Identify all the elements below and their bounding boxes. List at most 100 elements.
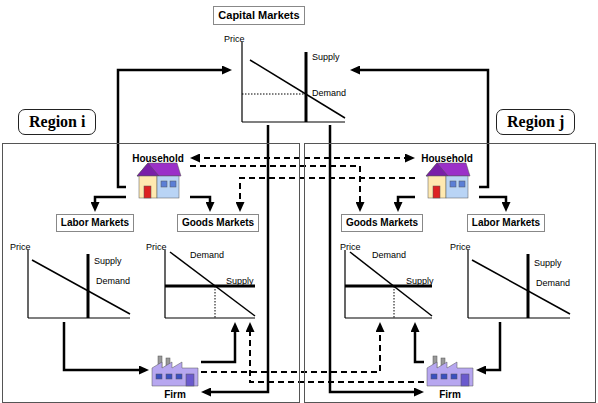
goods-chart (165, 250, 255, 318)
factory-icon-part (186, 374, 194, 386)
factory-icon-part (441, 374, 447, 379)
curve-label: Supply (406, 276, 434, 287)
capital-chart-part (241, 42, 242, 122)
axis-label: Price (450, 242, 471, 253)
curve-label: Demand (312, 88, 346, 99)
curve-label: Demand (312, 82, 346, 100)
house-icon-part (144, 186, 151, 198)
firm-label: Firm (164, 389, 186, 401)
curve-label: Supply (94, 250, 122, 268)
house-icon-part (428, 176, 446, 198)
factory-icon-part (176, 374, 182, 379)
flow-arrow (64, 322, 145, 370)
firm-node: Firm (424, 355, 476, 401)
goods-chart-part (170, 252, 255, 316)
factory-icon-part (451, 374, 457, 379)
curve-label: Demand (536, 278, 570, 289)
curve-label: Demand (96, 276, 130, 287)
axis-label: Price (146, 242, 167, 253)
labor-chart-part (472, 260, 570, 314)
dashed-flow-arrow (240, 178, 415, 208)
curve-label: Supply (226, 276, 254, 287)
flow-arrow (201, 326, 235, 362)
house-icon-part (137, 163, 181, 176)
household-label: Household (132, 153, 184, 165)
region-title: Region j (496, 109, 575, 135)
axis-label: Price (224, 28, 245, 46)
goods-chart-part (215, 286, 216, 318)
flow-arrow (398, 197, 415, 208)
curve-label: Demand (96, 270, 130, 288)
axis-label: Price (10, 236, 31, 254)
market-title: Goods Markets (341, 214, 423, 232)
market-title: Goods Markets (177, 214, 259, 232)
curve-label: Demand (190, 244, 224, 262)
goods-chart-part (344, 250, 345, 318)
capital-chart-part (305, 52, 308, 122)
firm-node: Firm (149, 355, 201, 401)
dashed-flow-arrow (201, 326, 380, 372)
household-node: Household (415, 148, 479, 200)
house-icon-part (426, 163, 448, 176)
labor-chart-part (28, 317, 130, 318)
curve-label: Supply (406, 270, 434, 288)
goods-chart-part (164, 250, 165, 318)
axis-label: Price (340, 242, 361, 253)
dashed-flow-arrow (194, 157, 411, 159)
region-title: Region i (18, 109, 96, 135)
goods-chart-part (345, 317, 432, 318)
household-label: Household (421, 153, 473, 165)
labor-chart-part (467, 250, 468, 318)
house-icon-part (137, 163, 159, 176)
curve-label: Demand (536, 272, 570, 290)
labor-chart (468, 250, 570, 318)
capital-chart-part (242, 121, 345, 122)
factory-icon (152, 356, 198, 386)
region-panel: Region iHouseholdLabor MarketsGoods Mark… (2, 143, 300, 403)
curve-label: Demand (372, 244, 406, 262)
curve-label: Supply (226, 270, 254, 288)
region-panel: Region jHouseholdGoods MarketsLabor Mark… (304, 143, 596, 403)
house-icon-part (450, 181, 456, 187)
factory-icon-part (152, 362, 198, 386)
market-box: Capital Markets (232, 5, 350, 125)
flow-arrow (479, 197, 506, 208)
axis-label: Price (224, 34, 245, 45)
market-box: Goods Markets (150, 212, 260, 322)
labor-chart-part (527, 254, 530, 318)
dashed-flow-arrow (190, 166, 360, 208)
flow-arrow (95, 197, 126, 208)
factory-icon (427, 356, 473, 386)
capital-chart-part (242, 94, 306, 95)
flow-arrow (190, 197, 210, 208)
market-box: Labor Markets (14, 212, 139, 322)
market-box: Goods Markets (335, 212, 445, 322)
curve-label: Demand (372, 250, 406, 261)
labor-chart-part (468, 317, 570, 318)
house-icon-part (161, 181, 167, 187)
house-icon (426, 163, 470, 198)
flow-arrow (415, 326, 424, 362)
goods-chart-part (394, 286, 395, 318)
curve-label: Supply (534, 258, 562, 269)
labor-chart (28, 250, 130, 318)
dashed-flow-arrow (250, 326, 424, 382)
axis-label: Price (10, 242, 31, 253)
factory-icon-part (166, 374, 172, 379)
flow-arrow (354, 70, 488, 187)
factory-icon-part (427, 362, 473, 386)
curve-label: Demand (190, 250, 224, 261)
house-icon-part (157, 176, 179, 198)
axis-label: Price (146, 236, 167, 254)
curve-label: Supply (312, 52, 340, 63)
curve-label: Supply (534, 252, 562, 270)
house-icon-part (446, 176, 468, 198)
factory-icon-part (156, 374, 162, 379)
flow-arrow (118, 70, 228, 187)
house-icon (137, 163, 181, 198)
curve-label: Supply (312, 46, 340, 64)
flow-arrow (480, 322, 500, 370)
house-icon-part (170, 181, 176, 187)
